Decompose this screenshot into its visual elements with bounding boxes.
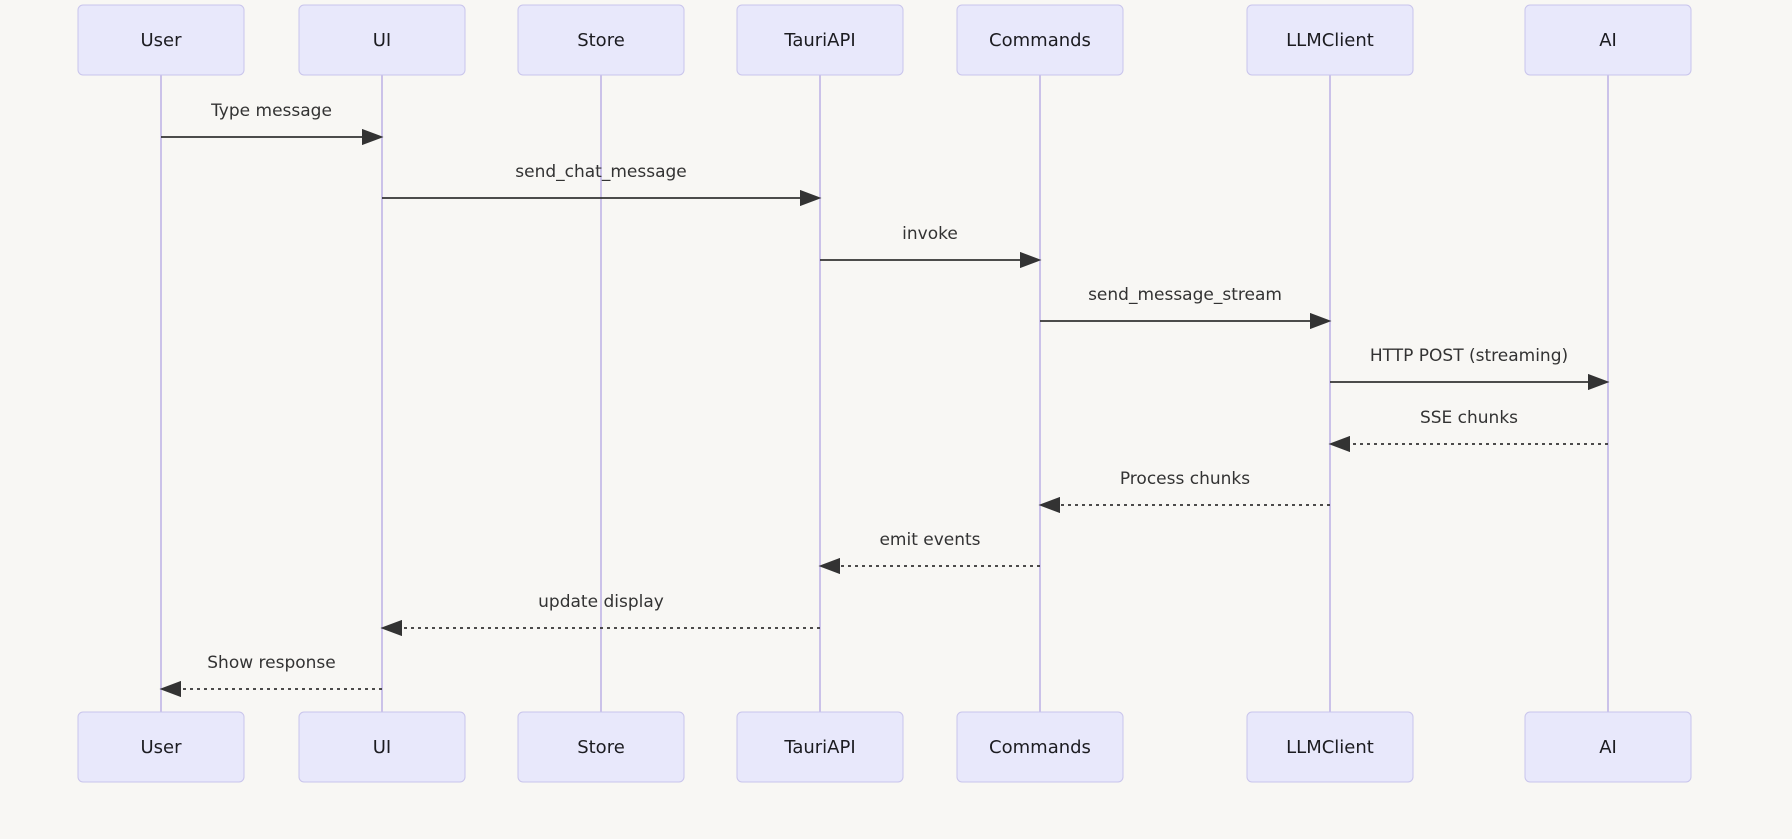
actor-bottom-box-tauriapi — [736, 711, 904, 783]
actor-bottom-box-store — [517, 711, 685, 783]
actor-top-label-ai: AI — [1599, 30, 1617, 51]
actor-bottom-label-commands: Commands — [989, 737, 1091, 758]
actor-top-box-store — [517, 4, 685, 76]
message-label-2: invoke — [902, 224, 958, 244]
actor-top-box-ai — [1524, 4, 1692, 76]
message-label-5: SSE chunks — [1420, 408, 1518, 428]
actor-top-label-user: User — [140, 30, 182, 51]
message-label-8: update display — [538, 592, 664, 612]
actor-top-label-ui: UI — [373, 30, 391, 51]
message-label-0: Type message — [210, 101, 332, 121]
message-label-9: Show response — [207, 653, 336, 673]
actor-bottom-box-ui — [298, 711, 466, 783]
actor-bottom-box-commands — [956, 711, 1124, 783]
message-label-1: send_chat_message — [515, 162, 687, 182]
actor-top-label-commands: Commands — [989, 30, 1091, 51]
actor-top-box-llmclient — [1246, 4, 1414, 76]
actor-top-box-tauriapi — [736, 4, 904, 76]
actor-bottom-box-llmclient — [1246, 711, 1414, 783]
message-label-4: HTTP POST (streaming) — [1370, 346, 1568, 366]
actor-bottom-label-store: Store — [577, 737, 625, 758]
actor-top-box-commands — [956, 4, 1124, 76]
message-label-3: send_message_stream — [1088, 285, 1282, 305]
actor-top-label-llmclient: LLMClient — [1286, 30, 1374, 51]
actor-top-box-ui — [298, 4, 466, 76]
actor-bottom-box-user — [77, 711, 245, 783]
actor-bottom-label-ai: AI — [1599, 737, 1617, 758]
actor-bottom-label-ui: UI — [373, 737, 391, 758]
actor-top-box-user — [77, 4, 245, 76]
message-label-7: emit events — [879, 530, 980, 550]
actor-bottom-box-ai — [1524, 711, 1692, 783]
actor-top-label-tauriapi: TauriAPI — [783, 30, 855, 51]
message-label-6: Process chunks — [1120, 469, 1250, 489]
actor-bottom-label-llmclient: LLMClient — [1286, 737, 1374, 758]
actor-bottom-label-tauriapi: TauriAPI — [783, 737, 855, 758]
actor-top-label-store: Store — [577, 30, 625, 51]
actor-bottom-label-user: User — [140, 737, 182, 758]
